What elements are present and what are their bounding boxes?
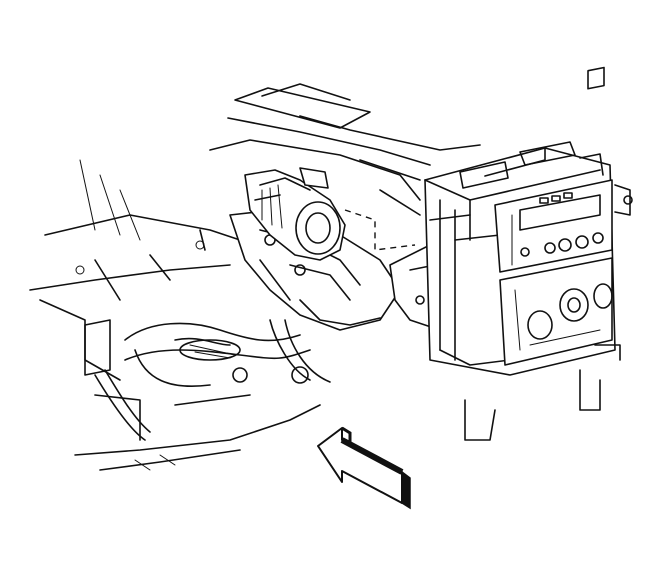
radio-head-unit	[494, 66, 613, 273]
left-dash-panel	[29, 159, 241, 381]
mounting-bracket	[229, 209, 401, 331]
wiring-harness	[94, 319, 331, 441]
view-arrow	[317, 426, 411, 510]
upper-dash-pad	[209, 83, 481, 216]
hvac-control-head	[499, 257, 613, 366]
column-lock-housing	[244, 167, 346, 261]
alignment-dashed-line	[344, 209, 416, 251]
floor-console-edge	[74, 394, 321, 471]
